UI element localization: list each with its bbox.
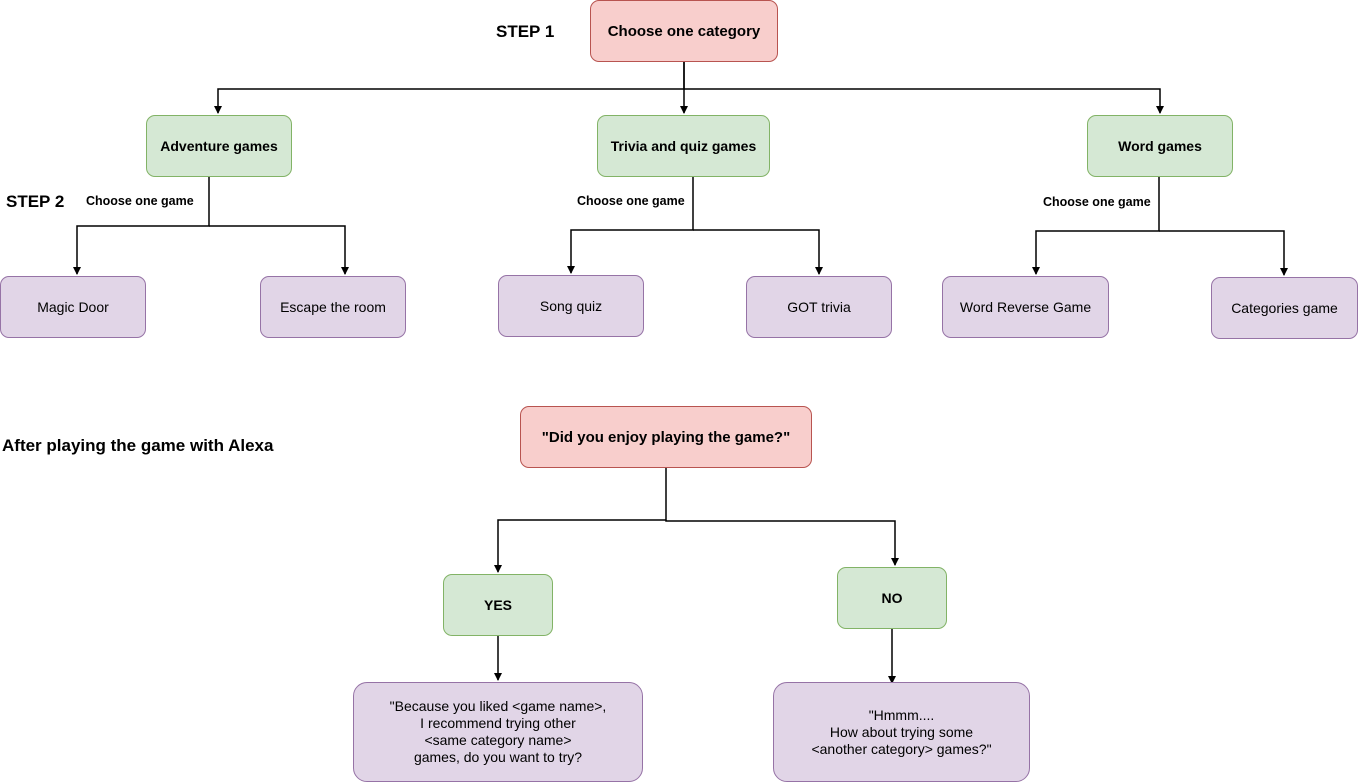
no-box: NO	[837, 567, 947, 629]
step-2-label: STEP 2	[6, 192, 65, 211]
connector-root-to-adventure	[214, 62, 685, 114]
choose-game-label-word: Choose one game	[1043, 195, 1151, 209]
categories-game-box: Categories game	[1211, 277, 1358, 339]
connector-question-to-yes	[494, 468, 667, 573]
word-games-box: Word games	[1087, 115, 1233, 177]
song-quiz-box: Song quiz	[498, 275, 644, 337]
connector-trivia-to-song-quiz	[567, 177, 694, 274]
yes-box: YES	[443, 574, 553, 636]
connector-adventure-to-escape-room	[209, 225, 349, 275]
yes-response-box: "Because you liked <game name>, I recomm…	[353, 682, 643, 782]
magic-door-box: Magic Door	[0, 276, 146, 338]
got-trivia-box: GOT trivia	[746, 276, 892, 338]
choose-game-label-trivia: Choose one game	[577, 194, 685, 208]
connector-word-to-reverse	[1032, 177, 1160, 275]
no-response-box: "Hmmm.... How about trying some <another…	[773, 682, 1030, 782]
enjoy-question-box: "Did you enjoy playing the game?"	[520, 406, 812, 468]
connector-question-to-no	[665, 520, 899, 566]
adventure-games-box: Adventure games	[146, 115, 292, 177]
after-playing-label: After playing the game with Alexa	[2, 436, 274, 455]
word-reverse-game-box: Word Reverse Game	[942, 276, 1109, 338]
choose-category-box: Choose one category	[590, 0, 778, 62]
connector-adventure-to-magic-door	[73, 177, 210, 275]
choose-game-label-adventure: Choose one game	[86, 194, 194, 208]
connector-word-to-categories	[1159, 230, 1288, 276]
trivia-quiz-games-box: Trivia and quiz games	[597, 115, 770, 177]
connector-trivia-to-got-trivia	[693, 229, 823, 275]
connector-root-to-word	[684, 88, 1164, 114]
step-1-label: STEP 1	[496, 22, 555, 41]
escape-room-box: Escape the room	[260, 276, 406, 338]
